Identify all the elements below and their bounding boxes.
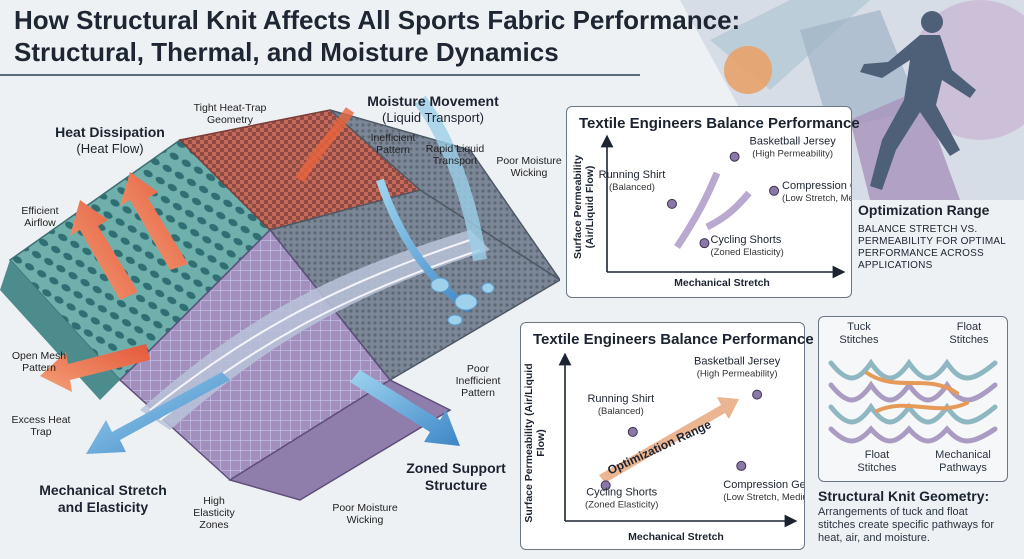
tuck-stitches-label: Tuck Stitches — [839, 321, 879, 346]
point-note: (High Permeability) — [697, 369, 778, 380]
mech-stretch-label: Mechanical Stretch and Elasticity — [39, 482, 167, 515]
chart-title: Textile Engineers Balance Performance — [533, 331, 814, 348]
point-note: (Balanced) — [598, 406, 644, 417]
optimization-range-band — [599, 397, 739, 483]
chart-plot: Running Shirt(Balanced) Basketball Jersey… — [558, 352, 804, 528]
mechanical-pathways-label: Mechanical Pathways — [935, 449, 991, 474]
runner-icon — [860, 11, 976, 190]
data-point — [769, 185, 780, 196]
heat-arrow-up — [70, 200, 138, 300]
stretch-arrow-right — [350, 370, 460, 446]
knit-geometry-panel: Tuck Stitches Float Stitches Float Stitc… — [818, 316, 1008, 482]
poor-wicking-top-label: Poor Moisture Wicking — [496, 155, 562, 179]
heat-arrow-left — [40, 344, 150, 392]
point-label: Cycling Shorts — [710, 234, 781, 246]
chart-xlabel: Mechanical Stretch — [628, 531, 724, 543]
point-note: (Zoned Elasticity) — [585, 499, 658, 510]
point-label: Compression Gear — [723, 479, 804, 491]
chart-panel-bottom: Textile Engineers Balance Performance Su… — [520, 322, 814, 550]
stretch-arrow-left — [86, 372, 230, 454]
chart-title: Textile Engineers Balance Performance — [579, 115, 860, 132]
high-elasticity-label: High Elasticity Zones — [193, 495, 235, 531]
optimization-heading: Optimization Range — [858, 202, 990, 218]
data-point — [627, 426, 638, 437]
point-label: Compression Gear — [782, 180, 851, 192]
point-label: Running Shirt — [599, 169, 666, 181]
chart-plot: Running Shirt(Balanced) Basketball Jersey… — [599, 134, 851, 279]
knit-geometry-heading: Structural Knit Geometry: — [818, 488, 990, 504]
data-point — [729, 151, 740, 162]
chart-panel-top: Textile Engineers Balance Performance Su… — [566, 106, 860, 298]
efficient-airflow-label: Efficient Airflow — [21, 205, 59, 229]
title-divider — [0, 74, 640, 76]
point-label: Basketball Jersey — [694, 356, 781, 368]
excess-heat-label: Excess Heat Trap — [11, 414, 71, 438]
moisture-movement-label: Moisture Movement — [367, 93, 499, 109]
tight-heat-trap-label: Tight Heat-Trap Geometry — [193, 102, 267, 126]
zoned-support-label: Zoned Support Structure — [406, 460, 506, 493]
point-label: Running Shirt — [587, 393, 654, 405]
point-note: (Balanced) — [609, 182, 655, 193]
data-point — [752, 389, 763, 400]
data-point — [736, 460, 747, 471]
heat-flow-label: (Heat Flow) — [76, 141, 144, 156]
optimization-text: BALANCE STRETCH VS. PERMEABILITY FOR OPT… — [858, 224, 1006, 271]
point-note: (High Permeability) — [752, 149, 833, 160]
trend-arrow — [674, 171, 721, 249]
point-note: (Low Stretch, Medium Permeability) — [723, 492, 804, 503]
data-point — [600, 480, 611, 491]
point-label: Basketball Jersey — [749, 136, 836, 148]
liquid-transport-label: (Liquid Transport) — [382, 110, 484, 125]
fabric-illustration — [0, 95, 560, 501]
page-title: How Structural Knit Affects All Sports F… — [14, 4, 774, 68]
rapid-liquid-label: Rapid Liquid Transport — [425, 143, 485, 167]
title-line-1: How Structural Knit Affects All Sports F… — [14, 5, 741, 35]
trend-arrow — [705, 190, 752, 231]
inefficient-pattern-label: Inefficient Pattern — [370, 132, 416, 156]
poor-inefficient-label: Poor Inefficient Pattern — [455, 363, 501, 399]
float-stitches-bottom-label: Float Stitches — [857, 449, 897, 474]
poor-wicking-bottom-label: Poor Moisture Wicking — [332, 502, 398, 526]
data-point — [699, 238, 710, 249]
point-label: Cycling Shorts — [586, 486, 657, 498]
knit-loops-graphic — [828, 358, 998, 444]
data-point — [666, 198, 677, 209]
optimization-annotation: Optimization Range — [605, 417, 713, 477]
point-note: (Zoned Elasticity) — [710, 247, 783, 258]
title-line-2: Structural, Thermal, and Moisture Dynami… — [14, 37, 559, 67]
open-mesh-label: Open Mesh Pattern — [11, 350, 67, 374]
point-note: (Low Stretch, Medium Permeability) — [782, 193, 851, 204]
float-stitches-top-label: Float Stitches — [949, 321, 989, 346]
knit-geometry-text: Arrangements of tuck and float stitches … — [818, 506, 995, 544]
chart-xlabel: Mechanical Stretch — [674, 277, 770, 289]
heat-dissipation-label: Heat Dissipation — [55, 124, 165, 140]
